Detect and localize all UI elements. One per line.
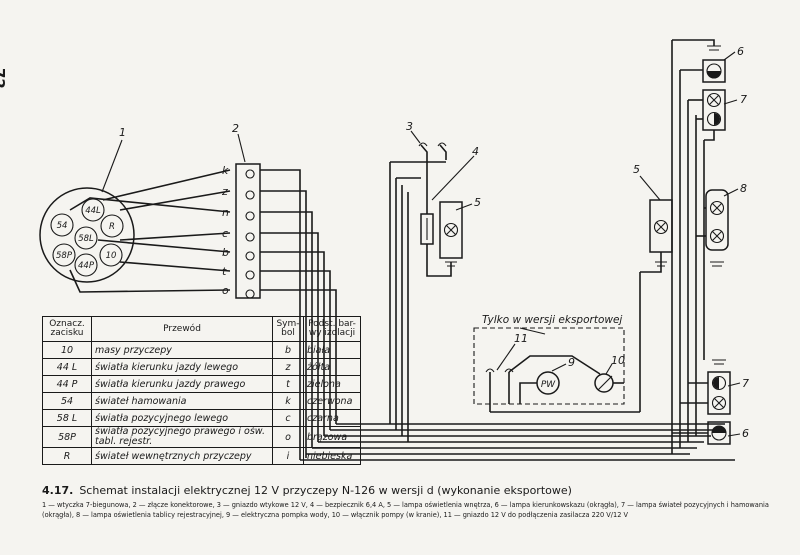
label-7-bottom: 7 [742,377,749,390]
wire-letter: n [222,206,229,219]
table-row: 54 świateł hamowania k czerwona [42,392,361,410]
seven-pin-plug: 44L R 54 58L 58P 44P 10 [39,187,135,283]
pin-label: 44P [78,261,95,271]
pin-label: R [109,222,115,232]
label-2: 2 [232,122,239,135]
label-6-top: 6 [737,45,744,58]
turn-lamp-top [672,39,726,83]
table-header-row: Oznacz. zacisku Przewód Sym- bol Podst. … [42,316,361,342]
figure-title: Schemat instalacji elektrycznej 12 V prz… [79,484,572,497]
wire-letter: z [221,185,228,198]
label-4: 4 [472,145,479,158]
interior-lamp-left [439,201,463,267]
wiring-diagram: 44L R 54 58L 58P 44P 10 1 k z [39,39,749,461]
col-symbol: Sym- bol [272,316,304,342]
col-terminal: Oznacz. zacisku [42,316,92,342]
wire-letter: k [222,164,229,177]
pump-label: PW [541,380,556,390]
wire-legend-table: Oznacz. zacisku Przewód Sym- bol Podst. … [42,316,361,465]
table-row: 44 P światła kierunku jazdy prawego t zi… [42,375,361,393]
label-11: 11 [514,332,528,345]
label-3: 3 [406,120,413,133]
label-10: 10 [611,354,625,367]
label-9: 9 [568,356,575,369]
label-8: 8 [740,182,747,195]
wire-letter: t [222,265,227,278]
export-only-block: Tylko w wersji eksportowej PW [473,314,625,412]
export-label: Tylko w wersji eksportowej [482,314,622,326]
label-6-bottom: 6 [742,427,749,440]
table-row: 58P światła pozycyjnego prawego i ośw. t… [42,426,361,448]
figure-number: 4.17. [42,484,74,497]
table-row: 44 L światła kierunku jazdy lewego z żół… [42,358,361,376]
connector-block: k z n c b t o [221,163,261,299]
pin-label: 58L [78,234,94,244]
wire-letter: b [222,246,229,259]
col-color: Podst. bar- wy izolacji [303,316,361,342]
position-lamp-bottom [707,359,731,415]
turn-lamp-bottom [707,421,731,445]
pin-label: 10 [106,251,117,261]
pin-label: 58P [56,251,73,261]
figure-caption: 4.17. Schemat instalacji elektrycznej 12 … [42,484,782,520]
table-row: R świateł wewnętrznych przyczepy i niebi… [42,447,361,465]
col-wire: Przewód [91,316,273,342]
plate-lamp [705,189,729,267]
caption-legend-text: 1 — wtyczka 7-biegunowa, 2 — złącze kone… [42,501,769,519]
table-row: 10 masy przyczepy b biała [42,341,361,359]
pin-label: 44L [85,206,101,216]
position-lamp-top [702,89,726,131]
wire-letter: c [222,227,228,240]
label-7-top: 7 [740,93,747,106]
label-5-right: 5 [633,163,640,176]
label-5-left: 5 [474,196,481,209]
table-row: 58 L światła pozycyjnego lewego c czarna [42,409,361,427]
fuse [420,185,434,262]
pin-label: 54 [57,221,68,231]
socket-12v [418,142,447,185]
caption-title-line: 4.17. Schemat instalacji elektrycznej 12 … [42,484,782,497]
wire-letter: o [222,284,229,297]
label-1: 1 [119,126,126,139]
